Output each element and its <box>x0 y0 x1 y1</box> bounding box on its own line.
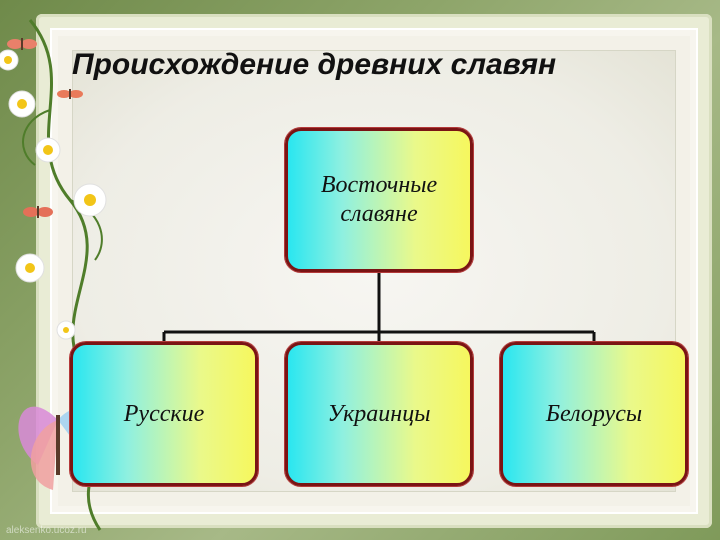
node-russians-label: Русские <box>123 400 205 427</box>
node-east-slavs: Восточные славяне <box>285 128 473 272</box>
node-belarusians: Белорусы <box>500 342 688 486</box>
node-russians: Русские <box>70 342 258 486</box>
node-east-slavs-line2: славяне <box>340 201 418 227</box>
slide-title: Происхождение древних славян <box>72 48 557 81</box>
node-east-slavs-line1: Восточные <box>320 172 438 199</box>
node-ukrainians: Украинцы <box>285 342 473 486</box>
node-ukrainians-label: Украинцы <box>327 400 431 427</box>
watermark: aleksenko.ucoz.ru <box>6 525 87 536</box>
node-belarusians-label: Белорусы <box>545 400 643 427</box>
daisy-icon <box>0 49 107 340</box>
